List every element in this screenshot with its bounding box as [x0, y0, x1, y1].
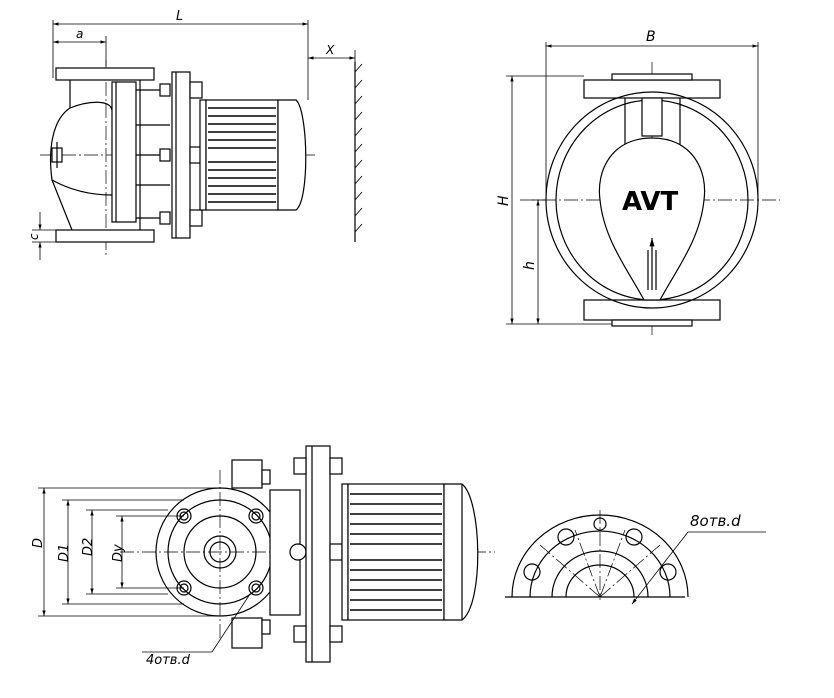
side-motor [205, 99, 307, 211]
dim-a-label: a [76, 27, 83, 41]
holes-4-label: 4отв.d [146, 653, 191, 668]
front-view: AVT B H h [496, 29, 780, 335]
side-studs [136, 83, 171, 225]
dim-L-label: L [176, 9, 183, 24]
top-view: D D1 D2 Dy 4отв.d [31, 445, 495, 668]
dim-Dy-label: Dy [111, 544, 126, 562]
logo-text: AVT [622, 187, 678, 217]
dim-D2-label: D2 [81, 538, 96, 556]
flange-detail-view: 8отв.d [505, 510, 766, 605]
wall [354, 62, 363, 242]
dim-D1-label: D1 [57, 544, 72, 562]
dim-X-label: X [325, 43, 335, 57]
side-view: L a X c [27, 9, 363, 260]
dim-h-label: h [522, 261, 538, 270]
flange-bolt-holes-8 [523, 517, 677, 581]
dim-D-label: D [31, 538, 46, 548]
holes-8-label: 8отв.d [690, 512, 741, 530]
dim-c-label: c [27, 233, 41, 240]
top-motor [341, 483, 479, 621]
dim-B-label: B [646, 29, 656, 45]
dim-H-label: H [496, 195, 512, 206]
